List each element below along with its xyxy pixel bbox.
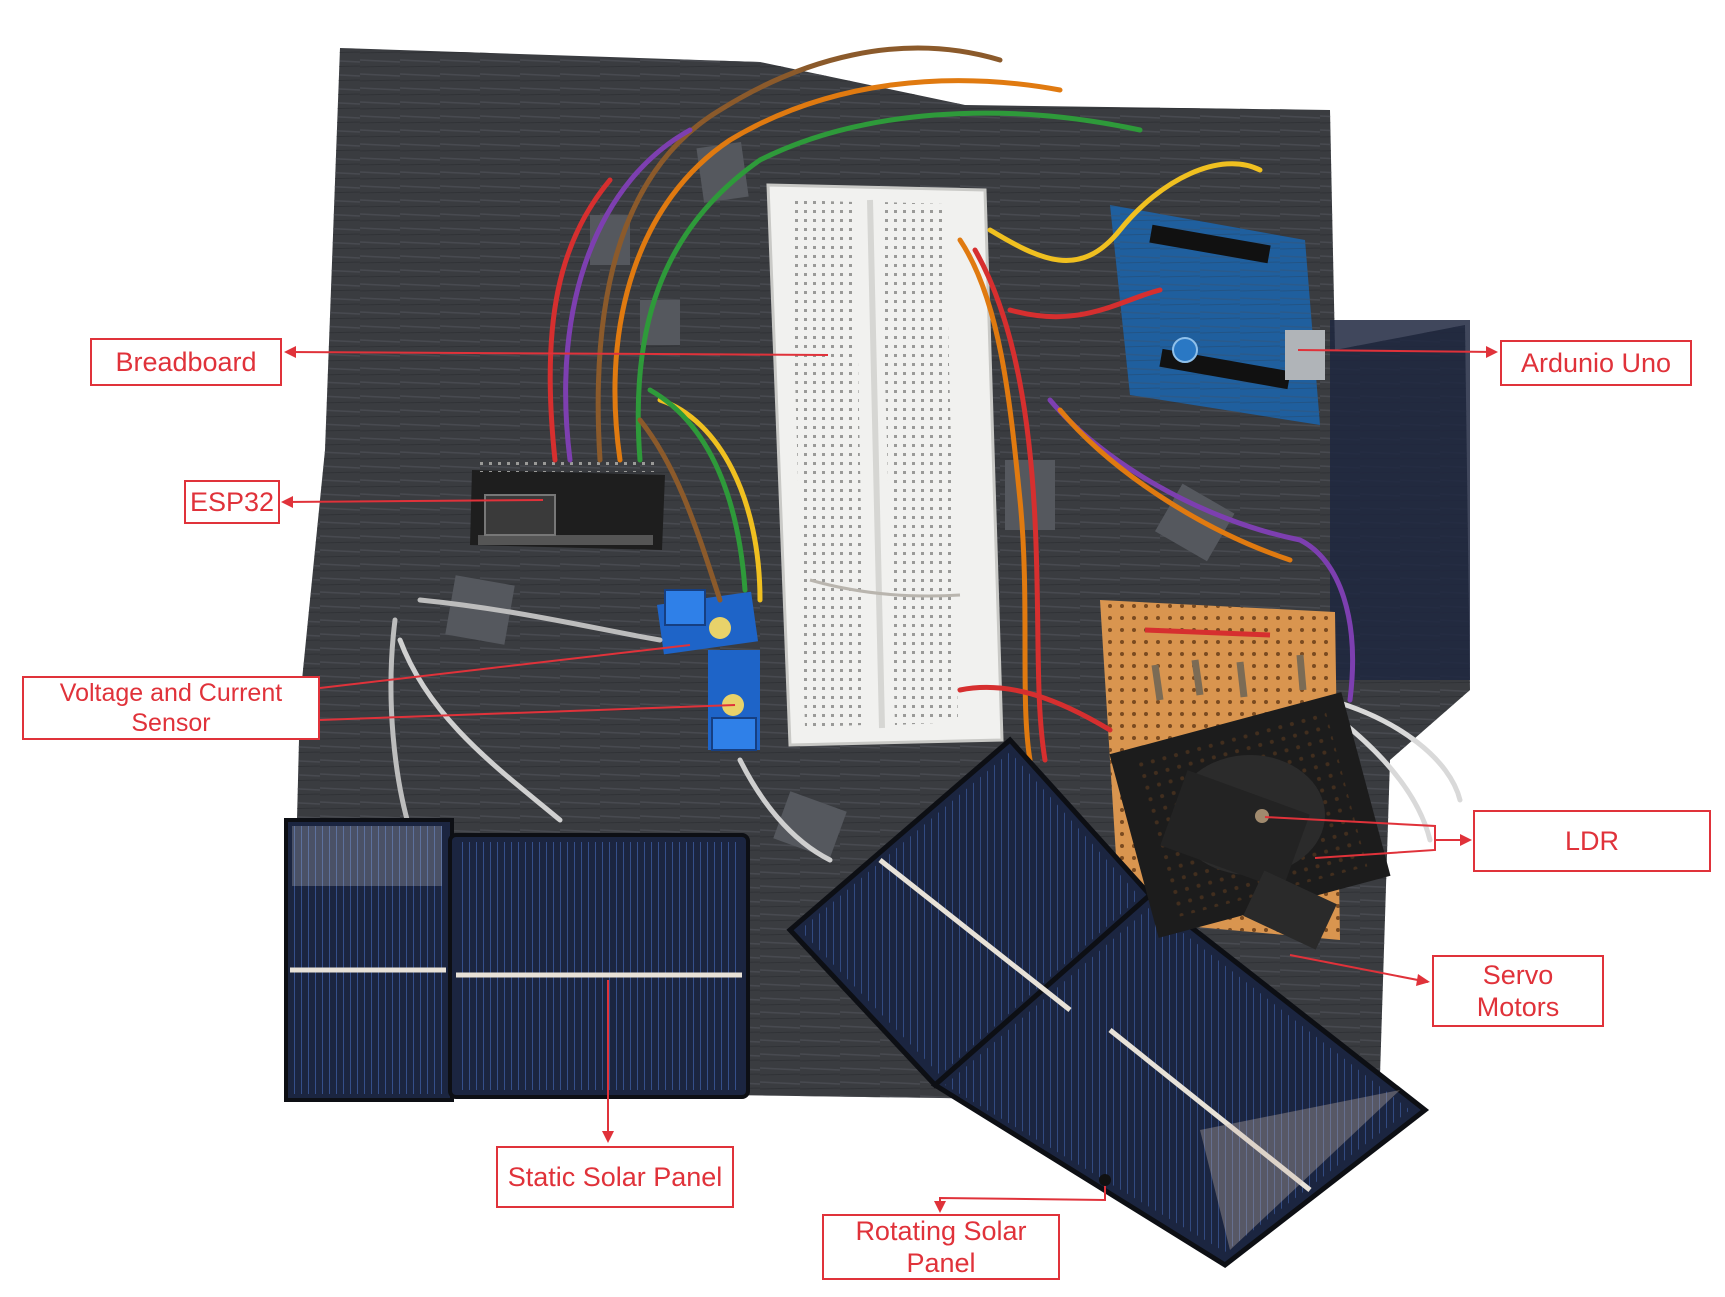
arduino-uno (1110, 205, 1325, 425)
servo-motors-label: Servo Motors (1432, 955, 1604, 1027)
esp32-label: ESP32 (184, 480, 280, 524)
rotating-solar-panel-label: Rotating Solar Panel (822, 1214, 1060, 1280)
static-solar-panel (284, 818, 750, 1102)
breadboard (766, 183, 1004, 747)
servo-ldr-mount (1109, 692, 1391, 950)
arduino-uno-label: Ardunio Uno (1500, 340, 1692, 386)
annotation-arrows (282, 349, 1497, 1210)
static-solar-panel-label: Static Solar Panel (496, 1146, 734, 1208)
sensor-modules (656, 589, 760, 751)
ldr-label: LDR (1473, 810, 1711, 872)
wires (388, 45, 1463, 863)
breadboard-label: Breadboard (90, 338, 282, 386)
esp32-board (470, 460, 665, 550)
voltage-current-sensor-label: Voltage and Current Sensor (22, 676, 320, 740)
rotating-solar-panel (786, 736, 1430, 1269)
tape-pieces (445, 142, 1235, 859)
annotation-arrowheads (281, 346, 1498, 1213)
